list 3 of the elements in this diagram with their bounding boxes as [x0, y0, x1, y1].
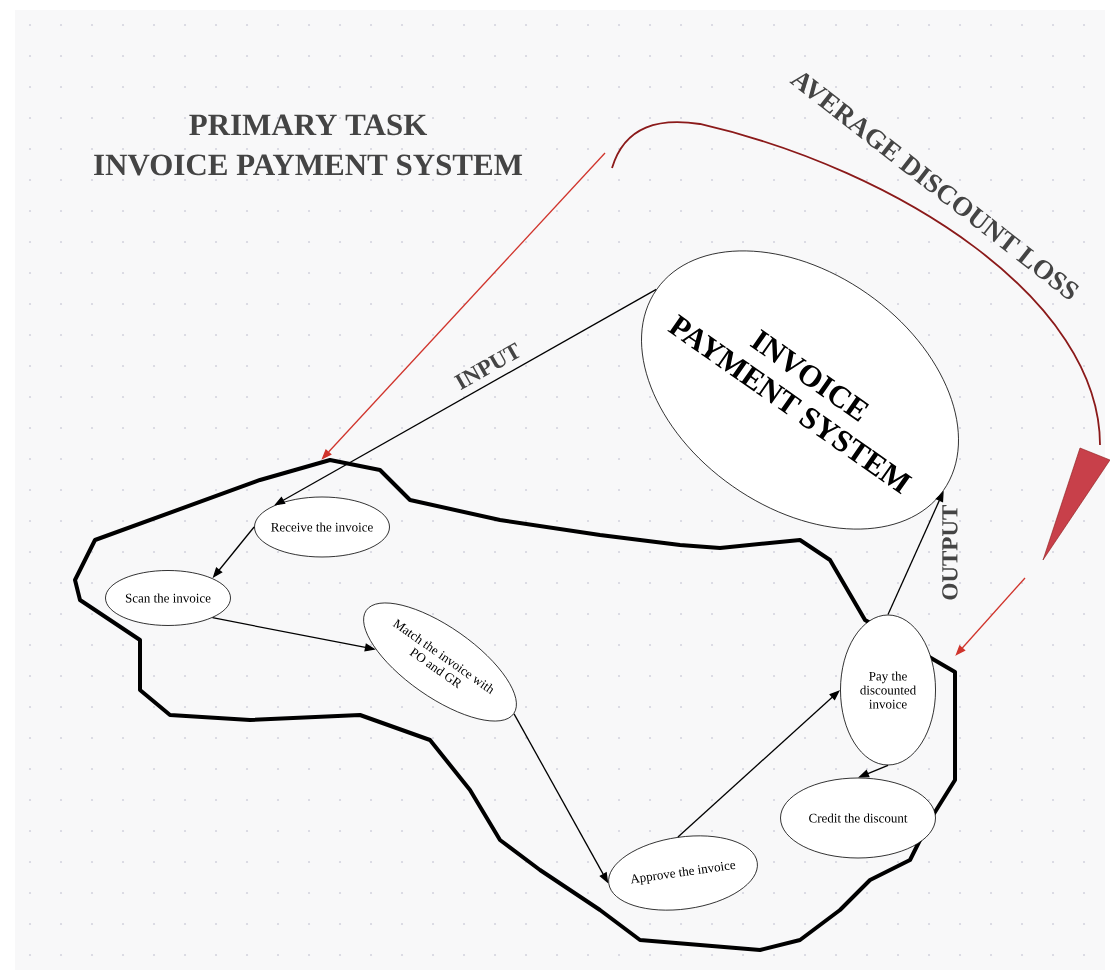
title: PRIMARY TASK INVOICE PAYMENT SYSTEM: [94, 114, 523, 176]
arrow: [321, 152, 606, 460]
arrow: [955, 577, 1026, 656]
